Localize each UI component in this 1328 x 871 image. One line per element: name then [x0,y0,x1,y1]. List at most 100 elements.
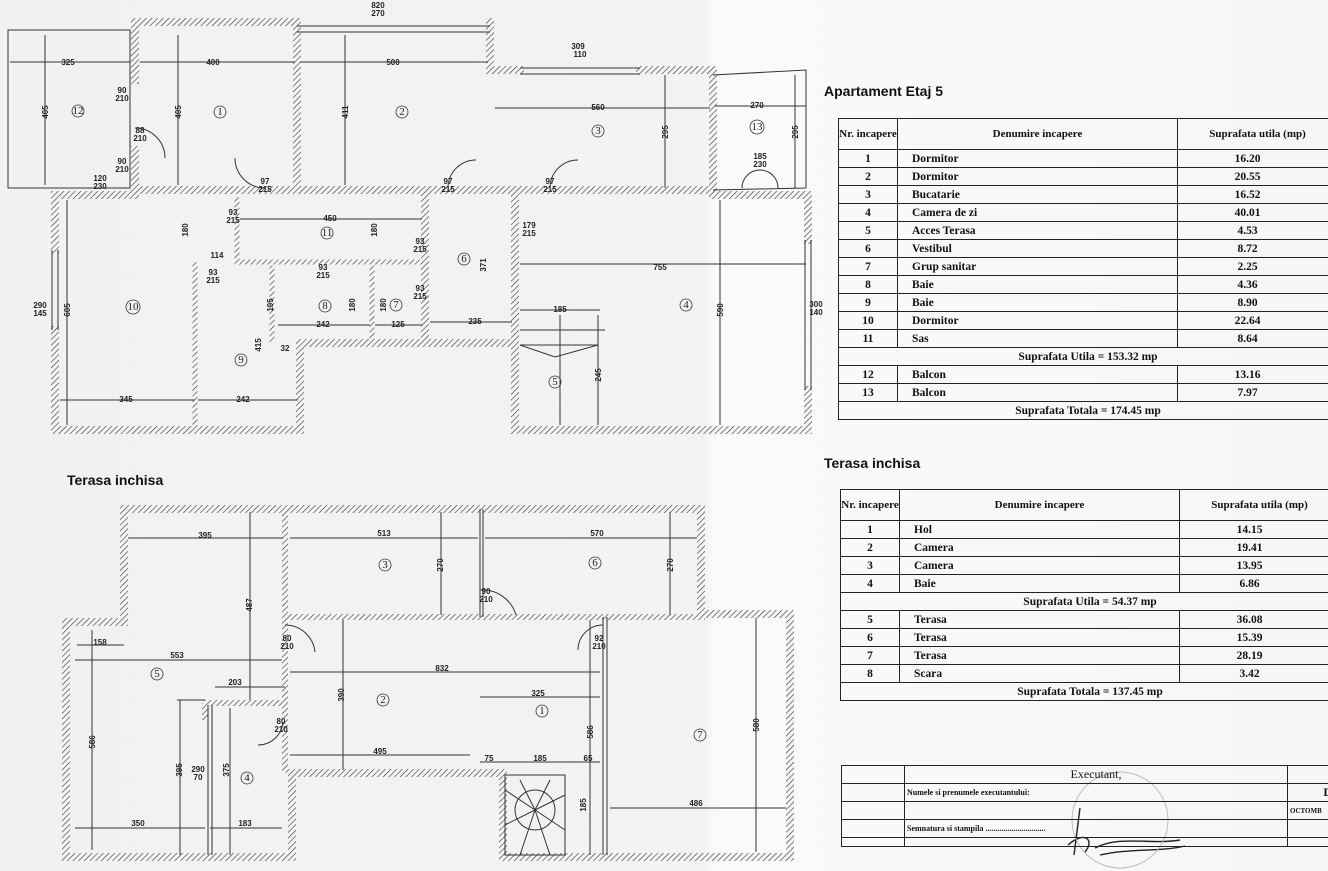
door-label: 215 [413,292,427,301]
walls [62,505,794,861]
row-name: Camera [899,556,1180,575]
row-nr: 7 [840,646,900,665]
walls [51,18,812,434]
col-name: Denumire incapere [897,118,1178,150]
bottom-dimensions: 395 513 570 270 270 487 158 553 832 203 … [88,529,761,828]
col-nr: Nr. incapere [838,118,898,150]
dim-label: 242 [316,320,330,329]
row-name: Dormitor [897,311,1178,330]
row-area: 40.01 [1177,203,1328,222]
door-label: 210 [592,642,606,651]
row-nr: 5 [838,221,898,240]
door-label: 210 [133,134,147,143]
room-number: 1 [217,106,223,118]
subtotal: Suprafata Utila = 54.37 mp [840,592,1328,611]
room-number: 3 [595,125,601,137]
spiral-stair-icon [504,774,566,856]
balcony-13-outline [712,69,807,191]
door-swings [257,589,604,746]
row-name: Dormitor [897,167,1178,186]
dim-label: 395 [175,763,184,777]
total: Suprafata Totala = 174.45 mp [838,401,1328,420]
total-row: Suprafata Totala = 137.45 mp [840,682,1328,701]
row-area: 8.90 [1177,293,1328,312]
terrace-plan-title: Terasa inchisa [67,472,164,488]
door-label: 90 [118,157,127,166]
row-nr: 2 [838,167,898,186]
row-nr: 3 [838,185,898,204]
room-number: 6 [461,253,467,265]
subtotal: Suprafata Utila = 153.32 mp [838,347,1328,366]
door-label: 97 [444,177,453,186]
dim-label: 300 [809,300,823,309]
row-nr: 12 [838,365,898,384]
row-name: Camera de zi [897,203,1178,222]
room-number: 13 [752,121,764,133]
door-label: 70 [194,773,203,782]
dim-label: 235 [468,317,482,326]
total-row: Suprafata Totala = 174.45 mp [838,401,1328,420]
terrace-plan: 395 513 570 270 270 487 158 553 832 203 … [62,505,794,861]
row-area: 15.39 [1179,628,1328,647]
room-number: 5 [552,376,558,388]
dim-label: 513 [377,529,391,538]
door-label: 90 [118,86,127,95]
dim-label: 586 [586,725,595,739]
door-label: 210 [274,725,288,734]
dim-label: 185 [533,754,547,763]
row-nr: 11 [838,329,898,348]
row-area: 3.42 [1179,664,1328,683]
row-name: Balcon [897,365,1178,384]
room-number: 2 [399,106,405,118]
door-swings [134,127,779,189]
room-number: 4 [683,299,689,311]
row-name: Vestibul [897,239,1178,258]
col-area: Suprafata utila (mp) [1179,489,1328,521]
door-label: 185 [753,152,767,161]
row-nr: 1 [838,149,898,168]
dim-label: 110 [574,50,587,59]
row-nr: 3 [840,556,900,575]
dim-label: 570 [590,529,604,538]
col-nr: Nr. incapere [840,489,900,521]
row-name: Hol [899,520,1180,539]
dim-label: 75 [485,754,494,763]
row-area: 22.64 [1177,311,1328,330]
dim-label: 345 [119,395,133,404]
terrace-table-title: Terasa inchisa [824,455,921,471]
room-number: 6 [592,557,598,569]
dim-label: 590 [716,303,725,317]
row-name: Terasa [899,646,1180,665]
dim-label: 270 [436,558,445,572]
dim-label: 586 [88,735,97,749]
door-label: 215 [316,271,330,280]
dim-label: 405 [41,105,50,119]
door-label: 92 [595,634,604,643]
windows [297,25,640,75]
row-nr: 6 [840,628,900,647]
row-nr: 6 [838,239,898,258]
dim-label: 65 [584,754,593,763]
door-label: 215 [226,216,240,225]
terrace-area-table: Nr. incapere Denumire incapere Suprafata… [840,489,1328,701]
dim-label: 500 [386,58,400,67]
executant-table: Executant, Numele si prenumele executant… [841,765,1328,847]
dim-label: 145 [33,309,47,318]
subtotal-row: Suprafata Utila = 153.32 mp [838,347,1328,366]
row-area: 4.53 [1177,221,1328,240]
row-name: Sas [897,329,1178,348]
room-number: 7 [393,299,399,311]
row-nr: 2 [840,538,900,557]
row-name: Baie [899,574,1180,593]
row-area: 36.08 [1179,610,1328,629]
dim-label: 375 [222,763,231,777]
door-label: 88 [136,126,145,135]
row-nr: 4 [838,203,898,222]
